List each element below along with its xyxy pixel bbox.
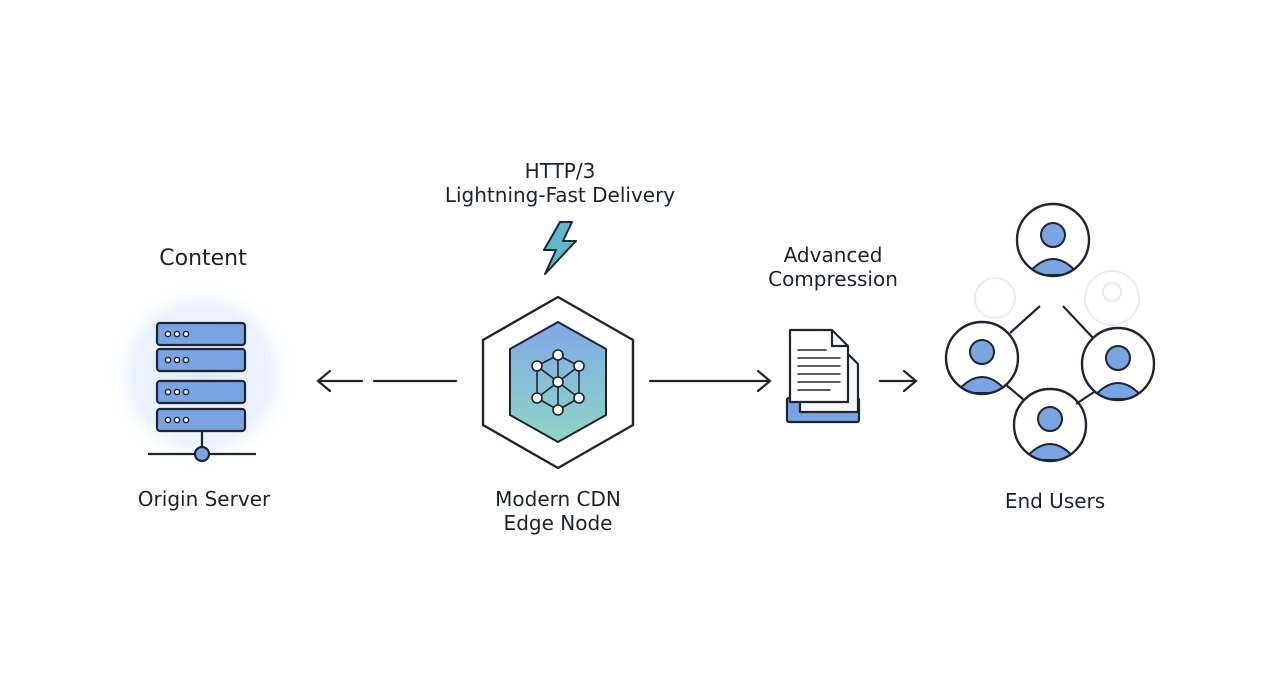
edge-node-icon [481, 295, 635, 470]
compressed-document-icon [785, 328, 861, 424]
user-avatar [1080, 326, 1156, 402]
arrow-to-origin [316, 369, 458, 393]
edge-node-label-line1: Modern CDN [495, 487, 621, 511]
edge-top-label: HTTP/3 Lightning-Fast Delivery [445, 159, 675, 207]
lightning-bolt-icon [543, 221, 577, 275]
compression-label-line2: Compression [768, 267, 898, 291]
end-users-icon [944, 202, 1156, 463]
end-users-label: End Users [1004, 489, 1106, 513]
edge-node-label-line2: Edge Node [503, 511, 613, 535]
edge-top-label-line2: Lightning-Fast Delivery [444, 183, 676, 207]
arrow-to-compression [648, 369, 772, 393]
edge-top-label-line1: HTTP/3 [524, 159, 596, 183]
origin-server-icon [104, 277, 300, 473]
origin-top-label: Content [159, 246, 247, 271]
compression-label: Advanced Compression [768, 243, 898, 291]
arrow-to-users [878, 369, 918, 393]
user-avatar [1012, 387, 1088, 463]
user-avatar [1015, 202, 1091, 278]
edge-node-label: Modern CDN Edge Node [495, 487, 621, 535]
origin-server-label: Origin Server [137, 487, 271, 511]
compression-label-line1: Advanced [783, 243, 883, 267]
user-avatar [944, 320, 1020, 396]
